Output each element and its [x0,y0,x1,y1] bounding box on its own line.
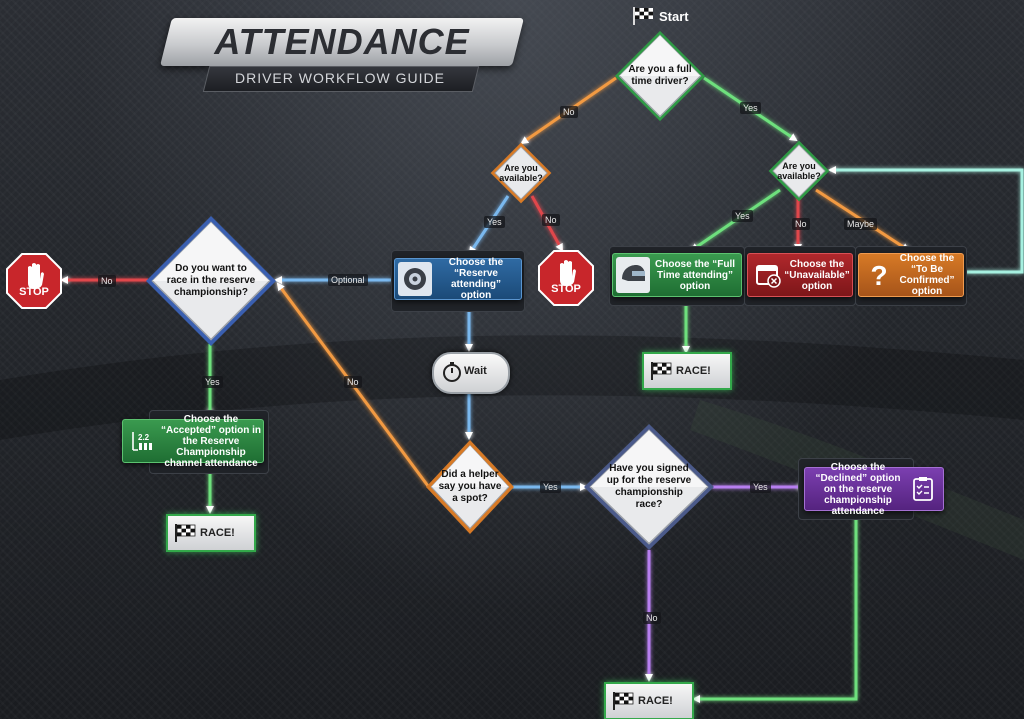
decision-available-right-text: Are you available? [777,161,821,181]
option-full-time-attending: Choose the “Full Time attending” option [612,253,742,297]
option-to-be-confirmed-text: Choose the “To Be Confirmed” option [899,253,955,297]
diamond-shape [146,216,276,346]
stop-right: STOP [538,250,594,306]
label-maybe: Maybe [844,218,878,230]
decision-full-time: Are you a full time driver? [614,30,706,122]
tire-icon [398,262,432,296]
race-label: RACE! [638,695,673,707]
race-label: RACE! [676,365,711,377]
option-declined-text: Choose the “Declined” option on the rese… [815,461,901,517]
option-full-time-attending-text: Choose the “Full Time attending” option [655,258,735,292]
question-icon: ? [870,259,888,291]
diamond-shape [614,30,706,122]
race-reserve-accepted: RACE! [166,514,256,552]
label-no-fulltime: No [560,106,578,118]
race-label: RACE! [200,527,235,539]
checkered-flag-icon [633,7,653,25]
decision-full-time-text: Are you a full time driver? [628,64,692,87]
diamond-shape [584,424,714,550]
option-unavailable-text: Choose the “Unavailable” option [784,258,850,292]
option-accepted: 2.2 Choose the “Accepted” option in the … [122,413,264,469]
clipboard-icon [906,471,940,507]
checkered-flag-icon [651,362,672,380]
decision-helper-spot: Did a helper say you have a spot? [426,440,514,534]
decision-signed-up: Have you signed up for the reserve champ… [584,424,714,550]
checkered-flag-icon [613,692,634,710]
label-no-reserve: No [98,275,116,287]
stop-left: STOP [6,253,62,309]
start-label: Start [659,8,689,24]
page-subtitle: DRIVER WORKFLOW GUIDE [234,70,445,86]
stop-left-label: STOP [19,286,49,298]
checkered-flag-icon [175,524,196,542]
stop-hand-icon [538,250,594,306]
diamond-shape [490,142,552,204]
option-to-be-confirmed: ? Choose the “To Be Confirmed” option [858,253,964,297]
label-no-availleft: No [542,214,560,226]
wait-label: Wait [464,365,487,377]
edge-declined-race [692,512,858,703]
wait-node: Wait [432,352,510,394]
race-bottom: RACE! [604,682,694,719]
diamond-shape [426,440,514,534]
label-yes-reserve: Yes [202,376,223,388]
option-declined: Choose the “Declined” option on the rese… [804,461,944,517]
option-reserve-attending: Choose the “Reserve attending” option [394,257,522,301]
label-yes-availright: Yes [732,210,753,222]
decision-reserve-race: Do you want to race in the reserve champ… [146,216,276,346]
diamond-shape [768,140,830,202]
page-title: ATTENDANCE [214,21,470,62]
calendar-x-icon [751,257,785,293]
label-no-signed: No [643,612,661,624]
svg-text:2.2: 2.2 [138,433,150,442]
helmet-icon [616,257,650,293]
decision-reserve-race-text: Do you want to race in the reserve champ… [166,263,256,298]
race-full-time: RACE! [642,352,732,390]
option-accepted-text: Choose the “Accepted” option in the Rese… [161,413,261,469]
stop-right-label: STOP [551,283,581,295]
decision-helper-spot-text: Did a helper say you have a spot? [438,469,502,504]
label-yes-helper: Yes [540,481,561,493]
label-yes-signed: Yes [750,481,771,493]
start-node: Start [632,6,689,26]
decision-signed-up-text: Have you signed up for the reserve champ… [606,463,692,510]
option-unavailable: Choose the “Unavailable” option [747,253,853,297]
label-optional: Optional [328,274,368,286]
grid-position-icon: 2.2 [126,423,160,459]
label-yes-fulltime: Yes [740,102,761,114]
decision-available-right: Are you available? [768,140,830,202]
stopwatch-icon [443,362,461,382]
edge-tbc-loop [828,166,1024,274]
option-reserve-attending-text: Choose the “Reserve attending” option [448,257,504,301]
decision-available-left: Are you available? [490,142,552,204]
decision-available-left-text: Are you available? [499,163,543,183]
label-no-availright: No [792,218,810,230]
label-yes-availleft: Yes [484,216,505,228]
label-no-helper: No [344,376,362,388]
stop-hand-icon [6,253,62,309]
